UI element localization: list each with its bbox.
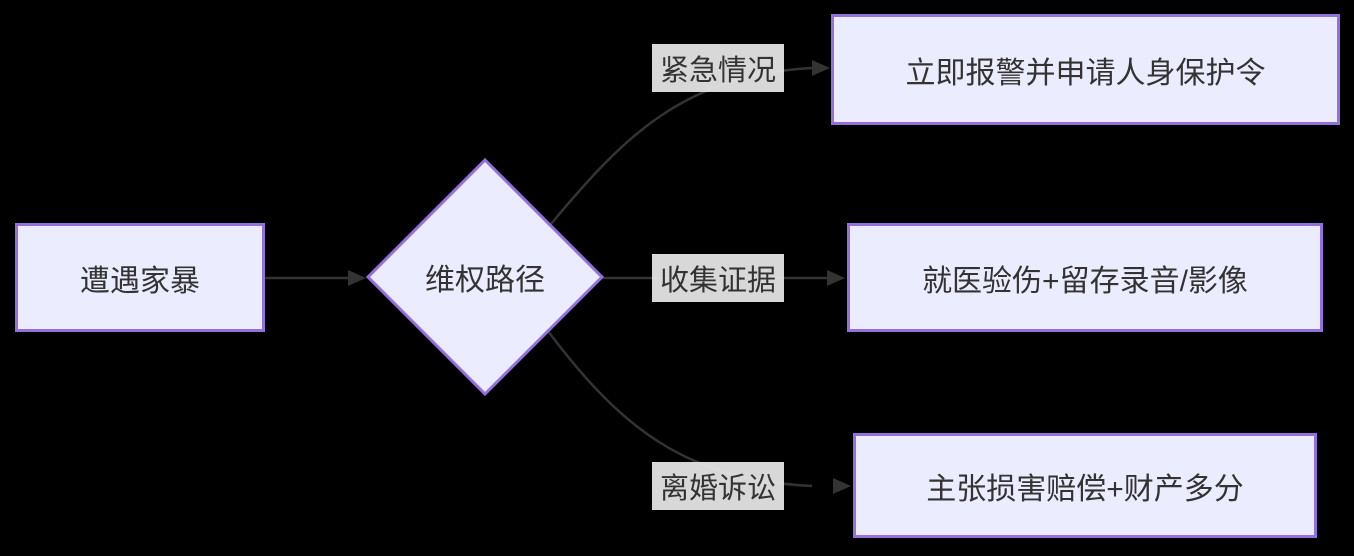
node-start-label: 遭遇家暴 <box>80 264 200 298</box>
arrowhead-decision-to-emergency-icon <box>812 60 830 76</box>
decision-diamond-shape <box>365 157 605 397</box>
arrowhead-decision-to-divorce-icon <box>833 478 851 494</box>
node-outcome-divorce: 主张损害赔偿+财产多分 <box>853 433 1317 538</box>
edge-label-emergency: 紧急情况 <box>652 44 784 92</box>
arrowhead-start-to-decision-icon <box>348 270 366 286</box>
node-outcome-emergency-label: 立即报警并申请人身保护令 <box>905 56 1266 90</box>
edge-label-evidence: 收集证据 <box>652 254 784 302</box>
node-start: 遭遇家暴 <box>15 223 265 332</box>
edge-label-divorce-text: 离婚诉讼 <box>659 473 776 505</box>
node-decision: 维权路径 <box>368 160 602 394</box>
node-outcome-evidence: 就医验伤+留存录音/影像 <box>847 223 1323 332</box>
edge-label-evidence-text: 收集证据 <box>659 265 776 297</box>
node-outcome-evidence-label: 就医验伤+留存录音/影像 <box>922 264 1248 298</box>
node-decision-label: 维权路径 <box>425 264 545 297</box>
arrowhead-decision-to-evidence-icon <box>827 270 845 286</box>
edge-label-divorce: 离婚诉讼 <box>652 462 784 510</box>
edge-label-emergency-text: 紧急情况 <box>659 55 776 87</box>
node-outcome-emergency: 立即报警并申请人身保护令 <box>831 14 1340 125</box>
node-outcome-divorce-label: 主张损害赔偿+财产多分 <box>926 472 1244 506</box>
